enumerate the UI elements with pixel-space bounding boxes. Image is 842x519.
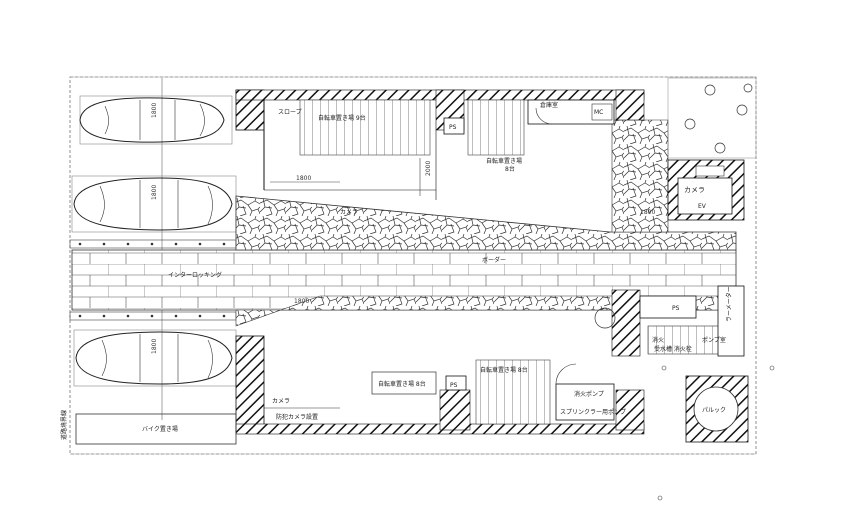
plan-label: 1800: [151, 103, 158, 118]
plan-label: 消火: [652, 336, 664, 344]
car-middle-upper: 1800: [71, 175, 237, 233]
plan-label: 防犯カメラ設置: [276, 413, 318, 421]
building-upper: [235, 89, 645, 200]
pump-room-block: [594, 285, 745, 357]
plan-label: スプリンクラー用ポンプ: [560, 408, 626, 416]
plan-label: 倉庫室: [540, 101, 558, 109]
plan-label: PS: [450, 382, 458, 389]
plan-label: カメラ: [272, 398, 290, 405]
plan-label: カメラ: [340, 209, 358, 216]
plan-label: PS: [672, 305, 680, 312]
plan-label: ポンプ室: [702, 336, 726, 344]
plan-label: バイク置き場: [142, 425, 178, 433]
plan-label: 1800: [640, 209, 655, 216]
plan-label: 2000: [425, 161, 432, 176]
plan-label: ラーメーター: [725, 286, 733, 322]
plan-label: PS: [449, 124, 457, 131]
elevator-block: [667, 159, 745, 221]
plan-label: インターロッキング: [168, 271, 222, 279]
bike-parking: [75, 413, 237, 445]
plan-label: MC: [594, 109, 603, 116]
plan-label: 自転車置き場 8台: [378, 380, 426, 388]
plan-label: 道路境界線: [60, 410, 68, 440]
plan-label: 受水槽 消火栓: [654, 345, 692, 353]
pocket-box: [685, 375, 749, 443]
plan-label: ボーダー: [482, 256, 506, 264]
car-top: 1800: [79, 95, 233, 145]
plan-label: 1800: [296, 175, 311, 182]
plan-label: 自転車置き場 9台: [318, 114, 366, 122]
stone-paving-area: [235, 195, 737, 251]
plan-label: 1800: [294, 298, 309, 305]
plan-label: 自転車置き場 8台: [480, 366, 528, 374]
plan-label: 8台: [505, 165, 515, 173]
plan-label: パルック: [702, 407, 726, 414]
plan-label: 1800: [151, 185, 158, 200]
building-lower: [235, 335, 645, 435]
plan-label: スロープ: [278, 109, 302, 116]
plan-label: 1800: [151, 339, 158, 354]
plan-label: 消火ポンプ: [574, 390, 604, 398]
car-bottom: 1800: [73, 329, 237, 387]
plan-label: 自転車置き場: [486, 157, 522, 165]
plan-label: カメラ: [684, 186, 705, 194]
garden-area: [667, 77, 757, 159]
plan-label: EV: [698, 203, 707, 210]
